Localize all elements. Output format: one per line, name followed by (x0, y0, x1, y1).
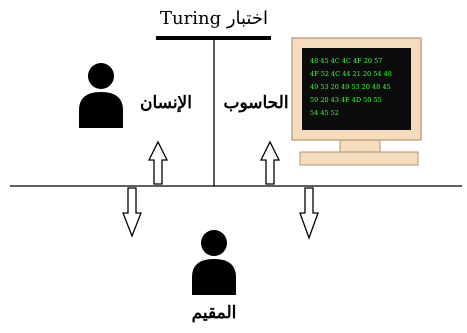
human-label: الإنسان (140, 93, 192, 113)
up-arrow-human (147, 140, 169, 185)
monitor-text-row: 54 45 52 (310, 109, 339, 117)
monitor-text-row: 4F 52 4C 44 21 20 54 48 (310, 70, 392, 78)
computer-monitor-icon: 48 45 4C 4C 4F 20 57 4F 52 4C 44 21 20 5… (291, 37, 422, 166)
down-arrow-human (122, 187, 142, 238)
up-arrow-computer (259, 140, 281, 185)
monitor-text-row: 59 20 43 4F 4D 50 55 (310, 96, 382, 104)
human-person-icon (79, 63, 123, 128)
monitor-text-row: 49 53 20 49 53 20 48 45 (310, 83, 391, 91)
monitor-text-row: 48 45 4C 4C 4F 20 57 (310, 57, 382, 65)
diagram-title: اختبار Turing (160, 8, 268, 29)
title-underline (156, 36, 271, 40)
computer-label: الحاسوب (223, 93, 288, 113)
down-arrow-computer (299, 187, 319, 240)
judge-person-icon (192, 230, 236, 295)
judge-label: المقيم (192, 303, 237, 323)
